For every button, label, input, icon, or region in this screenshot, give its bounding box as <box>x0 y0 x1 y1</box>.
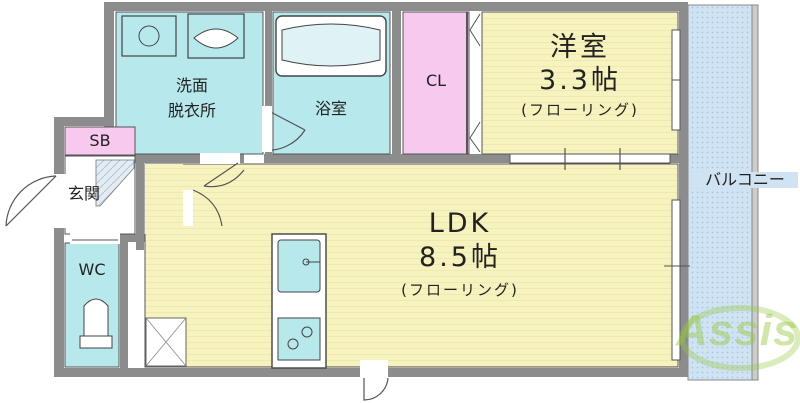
washer-pan <box>121 15 177 57</box>
genkan-label: 玄関 <box>67 184 100 203</box>
senmen-label-line2: 脱衣所 <box>167 101 216 120</box>
ldk-floor: (フローリング) <box>401 281 519 299</box>
doors <box>5 106 389 401</box>
ldk-room <box>144 163 679 368</box>
toilet-bowl <box>83 298 109 337</box>
sb-storage <box>64 126 136 156</box>
western-room-name: 洋室 <box>550 32 610 63</box>
ldk-name: LDK <box>428 208 492 239</box>
bath-label: 浴室 <box>314 99 347 118</box>
closet <box>402 11 470 155</box>
watermark-swoosh <box>679 305 800 371</box>
western-room <box>481 11 679 155</box>
ldk-upper-left <box>145 164 183 234</box>
toilet-tank <box>79 335 113 349</box>
kitchen-sink <box>277 239 321 293</box>
entrance-tile <box>95 159 135 207</box>
watermark-logo: Assist <box>676 306 800 355</box>
wc-label: WC <box>78 260 106 279</box>
closet-label: CL <box>425 71 447 90</box>
balcony-rail <box>751 4 759 381</box>
ldk-size: 8.5帖 <box>419 242 501 273</box>
western-room-floor: (フローリング) <box>521 101 639 119</box>
stove <box>277 317 321 361</box>
senmen-label-line1: 洗面 <box>175 76 208 95</box>
sb-label: SB <box>89 131 111 150</box>
balcony-area <box>687 4 753 381</box>
balcony-label: バルコニー <box>692 172 798 188</box>
western-room-size: 3.3帖 <box>539 65 621 96</box>
